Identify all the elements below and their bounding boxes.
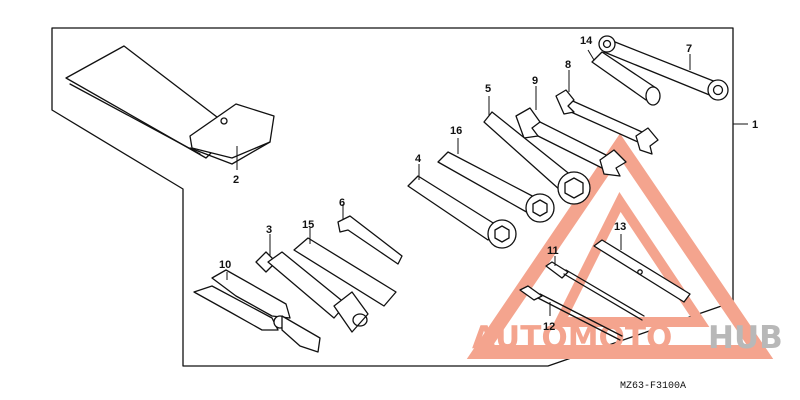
screwdriver-flat xyxy=(519,285,623,341)
wrench-a xyxy=(407,164,517,249)
screwdriver-phillips xyxy=(545,256,645,321)
part-label-3: 3 xyxy=(266,224,272,236)
watermark-triangle-inner xyxy=(551,192,710,327)
part-label-2: 2 xyxy=(233,174,239,186)
spark-plug-wrench xyxy=(255,234,369,333)
part-label-11: 11 xyxy=(547,245,559,257)
part-label-15: 15 xyxy=(302,219,314,231)
part-label-16: 16 xyxy=(450,125,462,137)
socket-extension xyxy=(587,49,661,106)
part-label-14: 14 xyxy=(580,35,593,47)
part-label-4: 4 xyxy=(415,153,422,165)
watermark-text-left: AUTOMOTO xyxy=(472,320,672,356)
pliers xyxy=(193,269,321,353)
kit-frame xyxy=(51,27,734,367)
part-label-12: 12 xyxy=(543,321,555,333)
watermark-logo: AUTOMOTO HUB xyxy=(466,133,783,359)
open-end-wrench-b xyxy=(515,86,627,177)
tommy-bar xyxy=(293,228,397,307)
part-label-5: 5 xyxy=(485,83,491,95)
part-label-6: 6 xyxy=(339,197,345,209)
part-label-10: 10 xyxy=(219,259,231,271)
part-label-8: 8 xyxy=(565,59,571,71)
combination-wrench xyxy=(598,35,729,101)
watermark-text-right: HUB xyxy=(708,320,783,356)
part-label-1: 1 xyxy=(752,119,758,131)
hex-key xyxy=(337,204,403,265)
screwdriver-handle xyxy=(593,234,691,303)
part-label-13: 13 xyxy=(614,221,626,233)
part-label-7: 7 xyxy=(686,43,692,55)
part-label-9: 9 xyxy=(532,75,538,87)
open-end-wrench-a xyxy=(555,70,659,155)
tool-bag xyxy=(65,45,275,170)
diagram-code: MZ63-F3100A xyxy=(620,381,686,392)
watermark-triangle xyxy=(466,133,774,359)
wrench-b xyxy=(437,138,555,223)
box-end-wrench xyxy=(483,96,591,205)
